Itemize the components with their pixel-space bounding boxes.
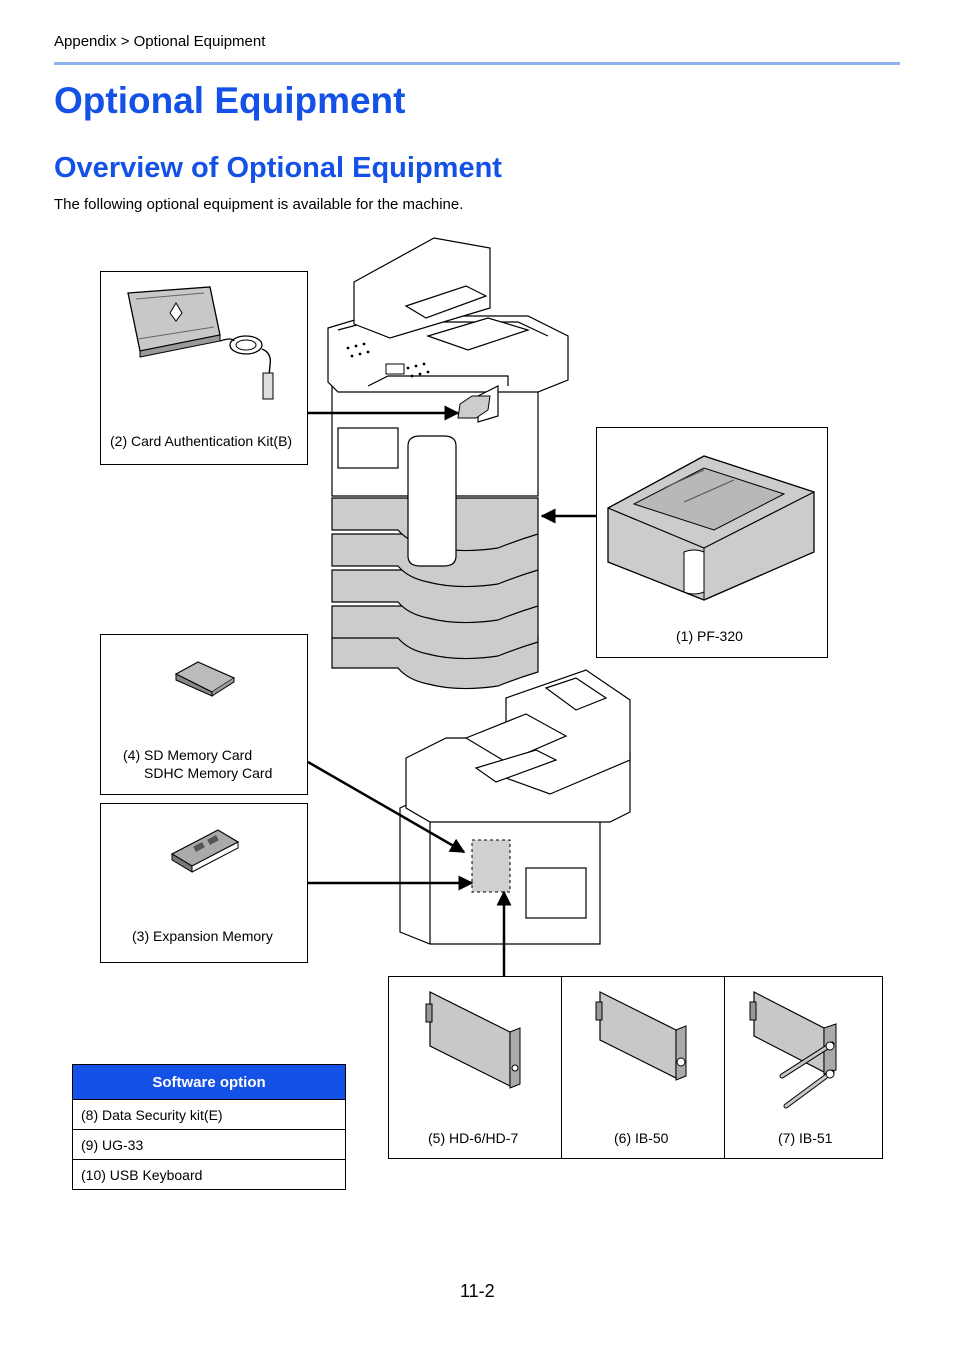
software-option-table: Software option (8) Data Security kit(E)… xyxy=(72,1064,346,1190)
interface-kits-box xyxy=(388,976,883,1159)
table-row: (10) USB Keyboard xyxy=(72,1159,346,1190)
software-option-item: (10) USB Keyboard xyxy=(72,1159,346,1190)
pf320-label: (1) PF-320 xyxy=(676,628,743,644)
expansion-memory-label: (3) Expansion Memory xyxy=(132,928,273,944)
software-option-item: (9) UG-33 xyxy=(72,1129,346,1160)
header-rule xyxy=(54,62,900,65)
arrow-sd-card xyxy=(307,760,466,854)
software-option-header: Software option xyxy=(72,1064,346,1100)
sd-card-box xyxy=(100,634,308,795)
page-title: Optional Equipment xyxy=(54,80,406,121)
paper-feeder-icon xyxy=(607,455,815,601)
sd-card-label: SD Memory Card xyxy=(144,747,253,763)
intro-text: The following optional equipment is avai… xyxy=(54,196,464,213)
divider-2 xyxy=(724,976,725,1159)
ib51-kit-label: (7) IB-51 xyxy=(778,1130,833,1146)
breadcrumb: Appendix > Optional Equipment xyxy=(54,33,266,50)
hdd-kit-icon xyxy=(425,991,521,1089)
expansion-memory-box xyxy=(100,803,308,963)
page-number: 11-2 xyxy=(460,1281,495,1301)
ib50-kit-label: (6) IB-50 xyxy=(614,1130,669,1146)
hdd-kit-label: (5) HD-6/HD-7 xyxy=(428,1130,519,1146)
memory-module-icon xyxy=(170,829,240,873)
sd-card-number: (4) xyxy=(123,747,141,763)
card-reader-icon xyxy=(127,286,274,400)
divider-1 xyxy=(561,976,562,1159)
sdhc-card-label: SDHC Memory Card xyxy=(144,765,273,781)
table-row: (8) Data Security kit(E) xyxy=(72,1099,346,1130)
table-row: (9) UG-33 xyxy=(72,1129,346,1160)
sd-card-icon xyxy=(174,661,236,697)
ib50-kit-icon xyxy=(595,991,687,1081)
section-title: Overview of Optional Equipment xyxy=(54,152,502,184)
card-auth-kit-label: (2) Card Authentication Kit(B) xyxy=(110,433,293,449)
software-option-item: (8) Data Security kit(E) xyxy=(72,1099,346,1130)
printer-rear-illustration xyxy=(399,669,631,945)
ib51-kit-icon xyxy=(749,991,837,1109)
